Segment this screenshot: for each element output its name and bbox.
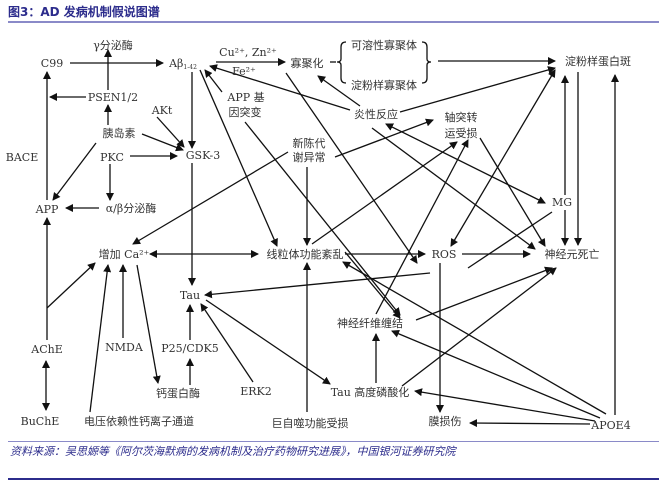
ad-pathogenesis-diagram: γ分泌酶 C99 Aβ1-42 Cu²⁺, Zn²⁺ Fe²⁺ 寡聚化 可溶性寡… (6, 38, 631, 432)
node-gamma-secretase: γ分泌酶 (93, 39, 133, 52)
node-nmda: NMDA (105, 341, 144, 354)
node-nft: 神经纤维缠结 (337, 316, 403, 330)
node-soluble-oligomer: 可溶性寡聚体 (351, 38, 417, 52)
node-axon-transport-line2: 运受损 (445, 126, 478, 140)
source-divider (8, 441, 659, 442)
nodes: γ分泌酶 C99 Aβ1-42 Cu²⁺, Zn²⁺ Fe²⁺ 寡聚化 可溶性寡… (6, 38, 631, 432)
node-p25-cdk5: P25/CDK5 (161, 342, 219, 355)
footer-divider (8, 478, 659, 480)
node-metabolism-line2: 谢异常 (293, 150, 326, 164)
node-metals-cu-zn: Cu²⁺, Zn²⁺ (219, 46, 277, 59)
node-app: APP (35, 203, 59, 216)
node-metabolism-line1: 新陈代 (293, 136, 326, 150)
node-abeta: Aβ1-42 (168, 57, 197, 71)
node-c99: C99 (41, 57, 63, 70)
node-app-mutation-line1: APP 基 (226, 91, 264, 104)
right-brace (421, 41, 432, 84)
node-alpha-beta-secretase: α/β分泌酶 (106, 202, 157, 215)
node-voltage-calcium-channel: 电压依赖性钙离子通道 (84, 414, 194, 428)
node-neuron-death: 神经元死亡 (545, 247, 600, 261)
node-apoe4: APOE4 (590, 419, 630, 432)
node-membrane-damage: 膜损伤 (429, 414, 462, 428)
node-erk2: ERK2 (240, 385, 272, 398)
node-autophagy-impaired: 巨自噬功能受损 (272, 416, 349, 430)
node-inflammation: 炎性反应 (354, 107, 398, 121)
node-mg: MG (552, 196, 572, 209)
node-gsk3: GSK-3 (186, 149, 220, 162)
node-calpain: 钙蛋白酶 (156, 386, 200, 400)
source-note: 资料来源：吴思嫄等《阿尔茨海默病的发病机制及治疗药物研究进展》，中国银河证券研究… (10, 445, 456, 458)
header-divider (8, 21, 659, 23)
node-akt: AKt (151, 104, 173, 117)
node-amyloid-oligomer: 淀粉样寡聚体 (351, 78, 417, 92)
node-ache: AChE (30, 343, 62, 356)
node-tau-hyperphosphorylation: Tau 高度磷酸化 (331, 385, 410, 399)
left-brace (336, 41, 347, 84)
node-app-mutation-line2: 因突变 (229, 105, 262, 119)
node-buche: BuChE (21, 415, 60, 428)
node-psen: PSEN1/2 (88, 91, 138, 104)
node-mitochondrial-dysfunction: 线粒体功能紊乱 (267, 247, 344, 261)
node-calcium-increase: 增加 Ca²⁺ (99, 247, 150, 261)
node-ros: ROS (432, 248, 457, 261)
node-pkc: PKC (100, 151, 124, 164)
figure-title: 图3：AD 发病机制假说图谱 (8, 5, 160, 19)
node-amyloid-plaque: 淀粉样蛋白斑 (565, 54, 631, 68)
node-tau: Tau (180, 289, 200, 302)
node-metals-fe: Fe²⁺ (232, 65, 256, 78)
node-insulin: 胰岛素 (103, 126, 136, 140)
edges (42, 41, 619, 428)
node-bace: BACE (6, 151, 38, 164)
node-oligomerization: 寡聚化 (291, 56, 324, 70)
node-axon-transport-line1: 轴突转 (445, 110, 478, 124)
